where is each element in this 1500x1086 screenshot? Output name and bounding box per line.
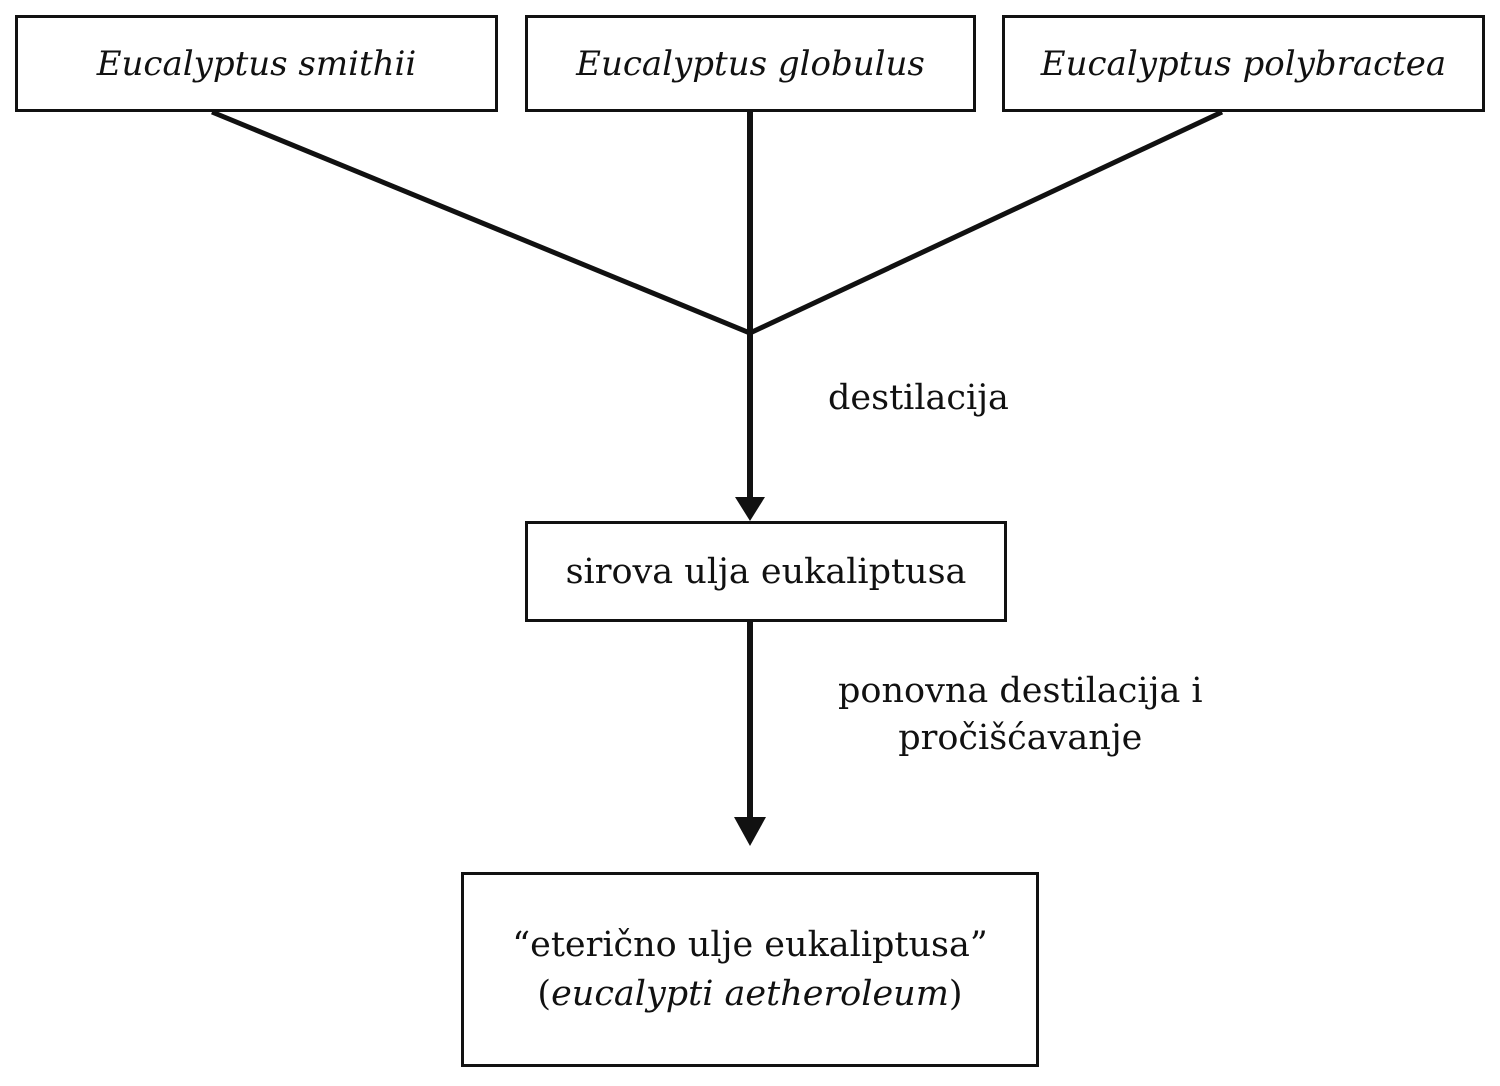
source-label-polybractea: Eucalyptus polybractea	[1040, 43, 1447, 84]
product-latin-open-paren: (	[537, 973, 552, 1014]
arrowhead-to-crude-oil	[735, 497, 765, 521]
intermediate-box-crude-oil: sirova ulja eukaliptusa	[525, 521, 1007, 622]
step-label-distillation: destilacija	[828, 378, 1009, 418]
product-box-essential-oil: “eterično ulje eukaliptusa” (eucalypti a…	[461, 872, 1039, 1067]
connector-polybractea	[748, 109, 1224, 336]
arrowhead-to-final-oil	[734, 817, 766, 846]
source-box-polybractea: Eucalyptus polybractea	[1002, 15, 1485, 112]
product-latin-name: eucalypti aetheroleum	[551, 973, 949, 1014]
source-label-smithii: Eucalyptus smithii	[96, 43, 417, 84]
source-box-smithii: Eucalyptus smithii	[15, 15, 498, 112]
product-latin-close-paren: )	[948, 973, 963, 1014]
source-label-globulus: Eucalyptus globulus	[576, 43, 925, 84]
product-label: “eterično ulje eukaliptusa”	[512, 924, 988, 965]
step-label-redistillation: ponovna destilacija i pročišćavanje	[838, 668, 1203, 763]
intermediate-label: sirova ulja eukaliptusa	[565, 551, 967, 592]
source-box-globulus: Eucalyptus globulus	[525, 15, 976, 112]
step-label-redistillation-line1: ponovna destilacija i	[838, 671, 1203, 711]
step-label-redistillation-line2: pročišćavanje	[898, 718, 1143, 759]
product-latin-line: (eucalypti aetheroleum)	[537, 970, 962, 1019]
connector-smithii	[211, 109, 751, 336]
